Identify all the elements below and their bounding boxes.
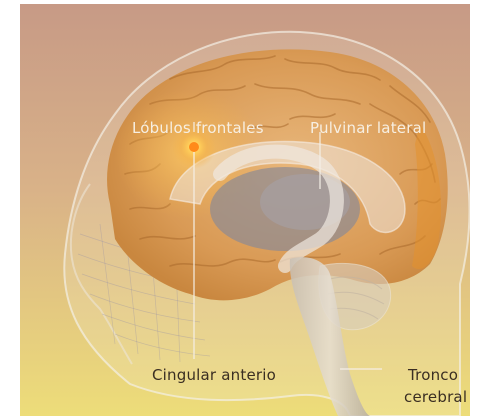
label-lateral-pulvinar: Pulvinar lateral	[310, 119, 426, 137]
label-brainstem-line1: Tronco	[408, 366, 458, 384]
brain-illustration	[20, 4, 470, 416]
brain-figure: Lóbulos frontales Pulvinar lateral Cingu…	[20, 4, 470, 416]
label-brainstem-line2: cerebral	[404, 388, 467, 406]
label-anterior-cingulate: Cingular anterio	[152, 366, 276, 384]
cingulate-marker	[189, 142, 199, 152]
label-frontal-lobes: Lóbulos frontales	[132, 119, 264, 137]
